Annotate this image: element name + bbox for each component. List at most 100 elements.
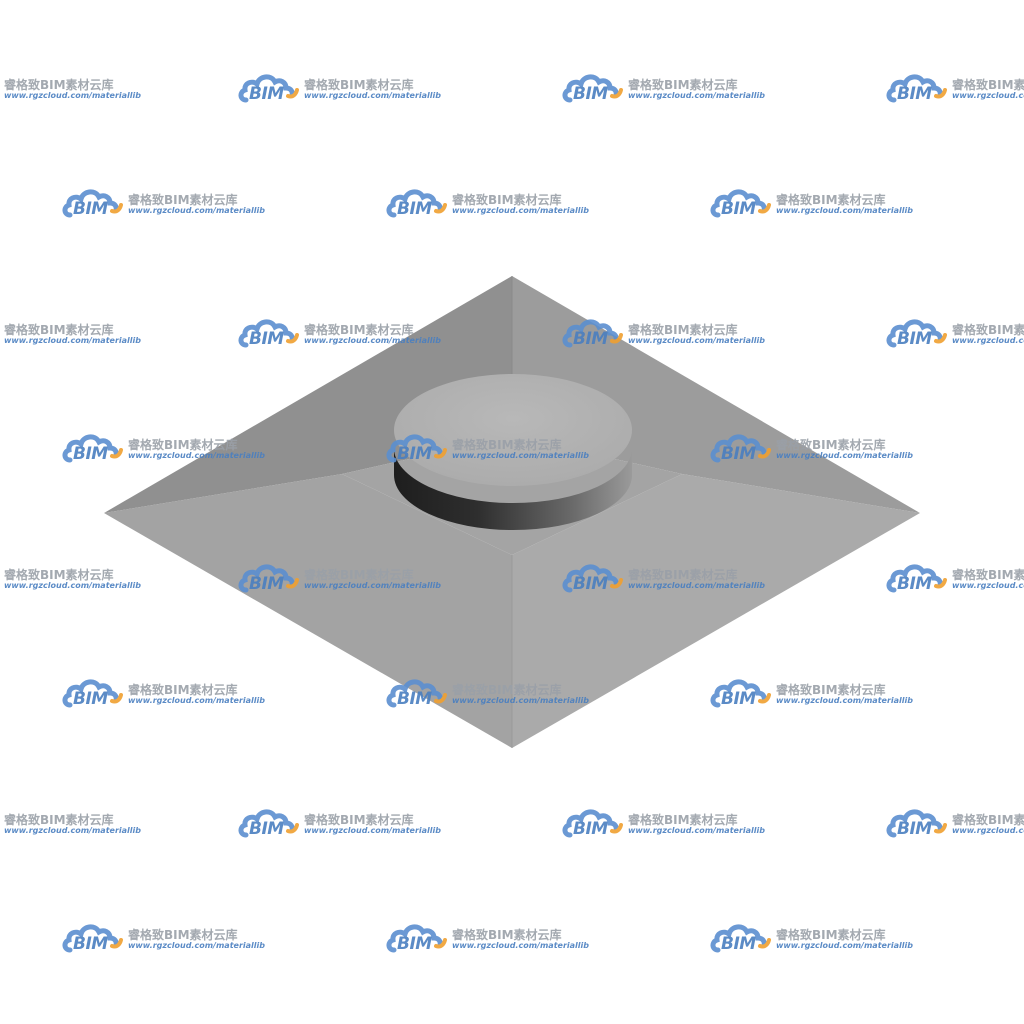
- watermark-brand: 睿格致BIM素材云库: [452, 193, 562, 207]
- watermark-logo-text: BIM: [249, 84, 284, 104]
- watermark-logo-text: BIM: [897, 574, 932, 594]
- watermark-brand: 睿格致BIM素材云库: [452, 438, 562, 452]
- watermark-logo: BIM 睿格致BIM素材云库 www.rgzcloud.com/material…: [886, 70, 1024, 110]
- watermark-logo: BIM 睿格致BIM素材云库 www.rgzcloud.com/material…: [386, 675, 589, 715]
- cloud-logo-icon: [562, 74, 623, 103]
- watermark-url: www.rgzcloud.com/materiallib: [452, 696, 589, 705]
- cloud-logo-icon: [710, 189, 771, 218]
- cloud-logo-icon: [386, 434, 447, 463]
- watermark-url: www.rgzcloud.com/materiallib: [452, 206, 589, 215]
- watermark-logo-text: BIM: [897, 84, 932, 104]
- watermark-url: www.rgzcloud.com/materiallib: [4, 91, 141, 100]
- watermark-url: www.rgzcloud.com/materiallib: [128, 206, 265, 215]
- watermark-logo-text: BIM: [573, 574, 608, 594]
- watermark-logo: BIM 睿格致BIM素材云库 www.rgzcloud.com/material…: [62, 430, 265, 470]
- cloud-logo-icon: [62, 434, 123, 463]
- watermark-url: www.rgzcloud.com/materiallib: [128, 451, 265, 460]
- cloud-logo-icon: [386, 679, 447, 708]
- watermark-brand: 睿格致BIM素材云库: [4, 78, 114, 92]
- watermark-logo: BIM 睿格致BIM素材云库 www.rgzcloud.com/material…: [238, 315, 441, 355]
- cloud-logo-icon: [62, 924, 123, 953]
- watermark-brand: 睿格致BIM素材云库: [4, 323, 114, 337]
- watermark-url: www.rgzcloud.com/materiallib: [128, 696, 265, 705]
- watermark-logo-text: BIM: [73, 689, 108, 709]
- watermark-url: www.rgzcloud.com/materiallib: [628, 826, 765, 835]
- watermark-logo: BIM 睿格致BIM素材云库 www.rgzcloud.com/material…: [0, 70, 141, 110]
- watermark-brand: 睿格致BIM素材云库: [304, 323, 414, 337]
- watermark-brand: 睿格致BIM素材云库: [128, 438, 238, 452]
- watermark-logo: BIM 睿格致BIM素材云库 www.rgzcloud.com/material…: [62, 920, 265, 960]
- watermark-brand: 睿格致BIM素材云库: [952, 78, 1024, 92]
- cloud-logo-icon: [562, 809, 623, 838]
- watermark-logo-text: BIM: [897, 329, 932, 349]
- watermark-brand: 睿格致BIM素材云库: [452, 928, 562, 942]
- watermark-logo-text: BIM: [397, 199, 432, 219]
- watermark-url: www.rgzcloud.com/materiallib: [776, 451, 913, 460]
- cloud-logo-icon: [238, 809, 299, 838]
- watermark-logo: BIM 睿格致BIM素材云库 www.rgzcloud.com/material…: [0, 805, 141, 845]
- watermark-url: www.rgzcloud.com/materiallib: [452, 941, 589, 950]
- cloud-logo-icon: [886, 74, 947, 103]
- watermark-brand: 睿格致BIM素材云库: [128, 683, 238, 697]
- watermark-url: www.rgzcloud.com/materiallib: [4, 336, 141, 345]
- cloud-logo-icon: [386, 189, 447, 218]
- cylinder-side: [394, 448, 632, 530]
- watermark-logo: BIM 睿格致BIM素材云库 www.rgzcloud.com/material…: [238, 70, 441, 110]
- watermark-logo: BIM 睿格致BIM素材云库 www.rgzcloud.com/material…: [886, 560, 1024, 600]
- cloud-logo-icon: [62, 189, 123, 218]
- watermark-url: www.rgzcloud.com/materiallib: [628, 91, 765, 100]
- watermark-logo-text: BIM: [573, 329, 608, 349]
- watermark-logo: BIM 睿格致BIM素材云库 www.rgzcloud.com/material…: [562, 560, 765, 600]
- cloud-logo-icon: [0, 805, 2, 845]
- watermark-url: www.rgzcloud.com/materiallib: [952, 581, 1024, 590]
- watermark-url: www.rgzcloud.com/materiallib: [304, 826, 441, 835]
- watermark-logo: BIM 睿格致BIM素材云库 www.rgzcloud.com/material…: [710, 920, 913, 960]
- watermark-url: www.rgzcloud.com/materiallib: [776, 696, 913, 705]
- cloud-logo-icon: [710, 434, 771, 463]
- cloud-logo-icon: [238, 564, 299, 593]
- watermark-url: www.rgzcloud.com/materiallib: [128, 941, 265, 950]
- watermark-brand: 睿格致BIM素材云库: [776, 928, 886, 942]
- watermark-logo: BIM 睿格致BIM素材云库 www.rgzcloud.com/material…: [62, 185, 265, 225]
- watermark-brand: 睿格致BIM素材云库: [304, 568, 414, 582]
- cloud-logo-icon: [886, 564, 947, 593]
- watermark-logo: BIM 睿格致BIM素材云库 www.rgzcloud.com/material…: [710, 675, 913, 715]
- watermark-logo-text: BIM: [73, 444, 108, 464]
- watermark-brand: 睿格致BIM素材云库: [628, 813, 738, 827]
- cloud-logo-icon: [562, 319, 623, 348]
- watermark-logo: BIM 睿格致BIM素材云库 www.rgzcloud.com/material…: [0, 560, 141, 600]
- watermark-url: www.rgzcloud.com/materiallib: [304, 91, 441, 100]
- cloud-logo-icon: [710, 679, 771, 708]
- cloud-logo-icon: [62, 679, 123, 708]
- watermark-url: www.rgzcloud.com/materiallib: [952, 826, 1024, 835]
- cloud-logo-icon: [886, 809, 947, 838]
- watermark-url: www.rgzcloud.com/materiallib: [4, 581, 141, 590]
- watermark-logo: BIM 睿格致BIM素材云库 www.rgzcloud.com/material…: [62, 675, 265, 715]
- cloud-logo-icon: [886, 319, 947, 348]
- watermark-url: www.rgzcloud.com/materiallib: [776, 206, 913, 215]
- watermark-logo-text: BIM: [73, 934, 108, 954]
- watermark-brand: 睿格致BIM素材云库: [128, 928, 238, 942]
- watermark-url: www.rgzcloud.com/materiallib: [452, 451, 589, 460]
- cloud-logo-icon: [0, 560, 2, 600]
- cloud-logo-icon: [0, 70, 2, 110]
- watermark-logo: BIM 睿格致BIM素材云库 www.rgzcloud.com/material…: [238, 560, 441, 600]
- watermark-logo: BIM 睿格致BIM素材云库 www.rgzcloud.com/material…: [238, 805, 441, 845]
- watermark-logo: BIM 睿格致BIM素材云库 www.rgzcloud.com/material…: [386, 920, 589, 960]
- watermark-brand: 睿格致BIM素材云库: [776, 193, 886, 207]
- watermark-logo: BIM 睿格致BIM素材云库 www.rgzcloud.com/material…: [710, 185, 913, 225]
- watermark-logo-text: BIM: [397, 444, 432, 464]
- watermark-brand: 睿格致BIM素材云库: [628, 323, 738, 337]
- watermark-brand: 睿格致BIM素材云库: [952, 323, 1024, 337]
- watermark-brand: 睿格致BIM素材云库: [628, 568, 738, 582]
- watermark-logo-text: BIM: [249, 329, 284, 349]
- plate-face-front-left: [104, 474, 512, 748]
- watermark-logo-text: BIM: [73, 199, 108, 219]
- watermark-url: www.rgzcloud.com/materiallib: [304, 581, 441, 590]
- watermark-logo-text: BIM: [721, 199, 756, 219]
- cylinder-top: [394, 374, 632, 486]
- watermark-url: www.rgzcloud.com/materiallib: [628, 581, 765, 590]
- watermark-logo-text: BIM: [721, 689, 756, 709]
